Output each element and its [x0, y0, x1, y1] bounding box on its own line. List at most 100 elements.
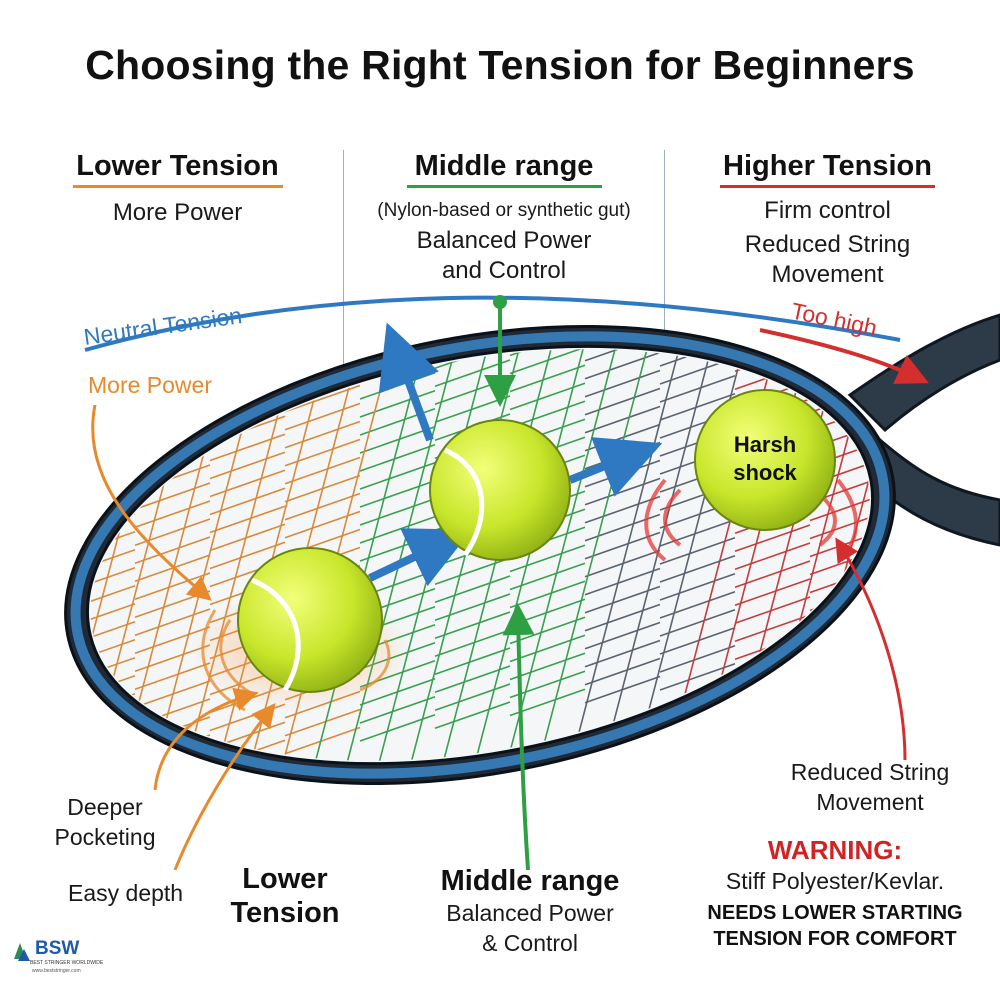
cross-string: [135, 177, 210, 203]
neutral-tension-arc: [84, 295, 901, 352]
cross-string: [434, 665, 511, 694]
cross-string: [360, 103, 435, 129]
column-middle-range: Middle range (Nylon-based or synthetic g…: [345, 150, 663, 286]
bottom-middle-1: Balanced Power: [446, 900, 614, 926]
cross-string: [359, 389, 436, 418]
cross-string: [660, 214, 735, 240]
cross-string: [284, 384, 361, 413]
cross-string: [884, 426, 905, 455]
cross-string: [884, 624, 905, 653]
higher-tension-text-1: Firm control: [764, 197, 891, 224]
cross-string: [660, 70, 735, 96]
cross-string: [210, 236, 285, 262]
cross-string: [134, 338, 211, 367]
cross-string: [659, 644, 736, 673]
higher-tension-text-2: Reduced String: [744, 231, 911, 258]
cross-string: [810, 170, 885, 196]
cross-string: [60, 64, 135, 90]
cross-string: [435, 180, 510, 206]
cross-string: [135, 51, 210, 77]
cross-string: [209, 487, 286, 516]
cross-string: [734, 288, 811, 301]
cross-string: [585, 227, 660, 253]
cross-string: [510, 113, 585, 139]
cross-string: [284, 312, 361, 341]
cross-string: [59, 288, 136, 289]
cross-string: [284, 288, 361, 305]
cross-string: [209, 433, 286, 462]
cross-string: [360, 193, 435, 219]
cross-string: [510, 203, 585, 229]
cross-string: [59, 422, 136, 451]
cross-string: [585, 0, 660, 1]
cross-string: [359, 317, 436, 346]
cross-string: [210, 254, 285, 280]
cross-string: [885, 14, 960, 40]
cross-string: [284, 420, 361, 449]
higher-tension-text-3: Movement: [771, 261, 884, 288]
main-string: [307, 329, 429, 791]
cross-string: [585, 47, 660, 73]
cross-string: [135, 69, 210, 95]
cross-string: [210, 182, 285, 208]
cross-string: [509, 652, 586, 681]
cross-string: [809, 288, 886, 306]
cross-string: [285, 26, 360, 52]
cross-string: [434, 683, 511, 712]
cross-string: [434, 288, 511, 298]
cross-string: [735, 57, 810, 83]
cross-string: [660, 196, 735, 222]
harsh-label-2: shock: [733, 460, 797, 485]
cross-string: [584, 288, 661, 290]
cross-string: [435, 198, 510, 224]
cross-string: [510, 221, 585, 247]
cross-string: [509, 670, 586, 699]
cross-string: [659, 374, 736, 403]
lower-tension-underline: [72, 185, 283, 188]
cross-string: [585, 209, 660, 235]
cross-string: [60, 226, 135, 252]
cross-string: [585, 173, 660, 199]
cross-string: [210, 200, 285, 226]
main-string: [467, 329, 589, 791]
cross-string: [884, 288, 905, 311]
cross-string: [510, 95, 585, 121]
cross-string: [885, 140, 960, 166]
cross-string: [660, 0, 735, 6]
cross-string: [359, 288, 436, 292]
cross-string: [885, 32, 960, 58]
cross-string: [510, 131, 585, 157]
cross-string: [735, 183, 810, 209]
cross-string: [359, 443, 436, 472]
more-power-label: More Power: [88, 372, 212, 398]
cross-string: [359, 515, 436, 544]
cross-string: [360, 139, 435, 165]
cross-string: [735, 111, 810, 137]
cross-string: [885, 68, 960, 94]
cross-string: [360, 85, 435, 111]
cross-string: [59, 764, 136, 793]
easy-depth-arrow: [173, 702, 276, 871]
cross-string: [584, 387, 661, 416]
cross-string: [735, 129, 810, 155]
trajectory-arrow-1: [368, 528, 472, 587]
middle-range-text-2: and Control: [441, 257, 567, 284]
cross-string: [584, 657, 661, 686]
cross-string: [59, 288, 136, 307]
cross-string: [360, 13, 435, 39]
cross-string: [209, 361, 286, 390]
cross-string: [210, 218, 285, 244]
cross-string: [434, 359, 511, 388]
cross-string: [284, 330, 361, 359]
cross-string: [809, 637, 886, 666]
cross-string: [134, 536, 211, 565]
cross-string: [885, 248, 960, 274]
cross-string: [209, 541, 286, 570]
cross-string: [885, 230, 960, 256]
cross-string: [210, 128, 285, 154]
cross-string: [510, 5, 585, 31]
cross-string: [60, 172, 135, 198]
cross-string: [660, 250, 735, 276]
cross-string: [660, 52, 735, 78]
cross-string: [584, 621, 661, 650]
